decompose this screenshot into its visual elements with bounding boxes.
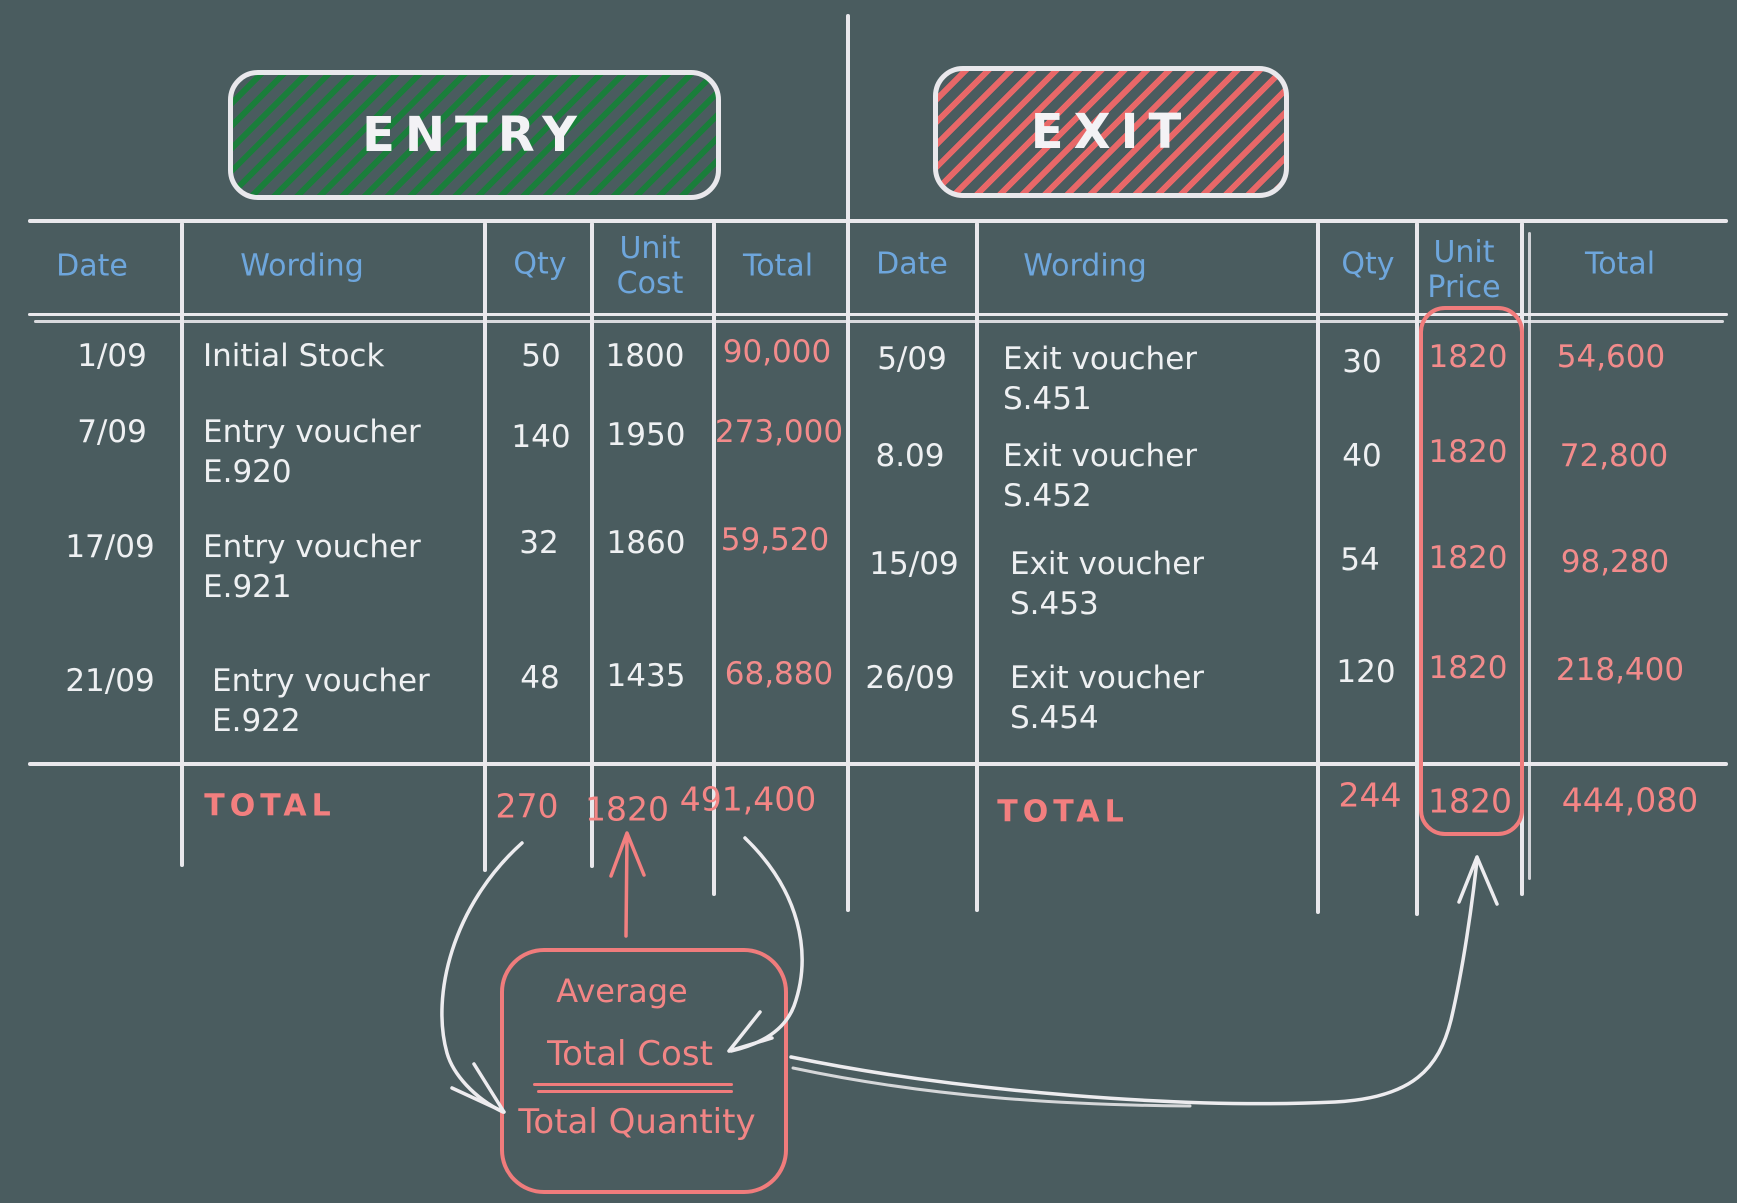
- exit-row-total: 72,800: [1559, 438, 1669, 474]
- entry-row-qty: 50: [521, 338, 561, 374]
- formula-denominator: Total Quantity: [518, 1102, 756, 1142]
- exit-row-wording: Exit voucher S.453: [1010, 546, 1205, 622]
- entry-total-label: TOTAL: [204, 788, 336, 824]
- exit-row-qty: 54: [1340, 542, 1380, 578]
- entry-header-qty: Qty: [513, 246, 567, 282]
- entry-row-qty: 48: [520, 660, 560, 696]
- header-separator-line-2: [34, 320, 1724, 323]
- entry-header-unit-cost: Unit Cost: [616, 231, 684, 301]
- exit-title-box: EXIT: [933, 66, 1289, 198]
- fraction-bar-2: [537, 1090, 733, 1093]
- entry-col-divider-qty: [590, 222, 594, 868]
- entry-row-unit-cost: 1860: [606, 525, 686, 561]
- entry-row-qty: 32: [519, 525, 559, 561]
- arrow-total-qty-to-formula-head: [450, 1062, 506, 1114]
- exit-row-qty: 40: [1342, 438, 1382, 474]
- entry-total-total: 491,400: [679, 779, 817, 819]
- center-divider-line: [846, 14, 850, 912]
- entry-header-date: Date: [56, 248, 128, 284]
- average-label: Average: [556, 972, 688, 1010]
- arrow-formula-to-exit-unit-price-double-stroke: [791, 1066, 1192, 1108]
- exit-col-divider-qty: [1415, 222, 1419, 916]
- entry-title: ENTRY: [362, 107, 587, 163]
- arrow-formula-to-entry-unit-cost: [609, 831, 646, 938]
- entry-row-date: 17/09: [65, 529, 155, 565]
- entry-col-divider-wording: [483, 222, 487, 872]
- exit-header-unit-price: Unit Price: [1427, 235, 1501, 305]
- entry-row-date: 7/09: [77, 414, 147, 450]
- exit-row-unit-price: 1820: [1428, 339, 1508, 375]
- exit-row-wording: Exit voucher S.454: [1010, 660, 1205, 736]
- exit-row-date: 26/09: [865, 660, 955, 696]
- arrow-formula-to-exit-unit-price: [789, 858, 1479, 1106]
- exit-row-unit-price: 1820: [1428, 434, 1508, 470]
- exit-row-date: 15/09: [869, 546, 959, 582]
- exit-total-unit-price: 1820: [1428, 781, 1512, 821]
- exit-header-qty: Qty: [1341, 246, 1395, 282]
- entry-row-unit-cost: 1950: [606, 417, 686, 453]
- exit-header-date: Date: [876, 246, 948, 282]
- entry-header-wording: Wording: [240, 248, 364, 284]
- exit-col-divider-wording: [1316, 222, 1320, 914]
- exit-row-wording: Exit voucher S.452: [1003, 438, 1198, 514]
- entry-total-unit-cost: 1820: [585, 789, 669, 829]
- table-top-line: [28, 219, 1728, 223]
- entry-row-total: 273,000: [714, 414, 844, 450]
- entry-row-wording: Entry voucher E.922: [212, 663, 430, 739]
- exit-row-date: 5/09: [877, 341, 947, 377]
- entry-row-wording: Entry voucher E.920: [203, 414, 421, 490]
- entry-total-qty: 270: [495, 786, 559, 826]
- entry-header-total: Total: [742, 248, 814, 284]
- exit-row-qty: 120: [1336, 654, 1396, 690]
- exit-title: EXIT: [1030, 104, 1192, 160]
- formula-numerator: Total Cost: [547, 1034, 713, 1074]
- exit-row-wording: Exit voucher S.451: [1003, 341, 1198, 417]
- exit-row-unit-price: 1820: [1428, 650, 1508, 686]
- exit-row-qty: 30: [1342, 344, 1382, 380]
- exit-row-total: 218,400: [1555, 652, 1685, 688]
- exit-total-qty: 244: [1338, 775, 1402, 815]
- entry-row-unit-cost: 1800: [605, 338, 685, 374]
- entry-row-qty: 140: [511, 419, 571, 455]
- header-separator-line: [28, 313, 1728, 316]
- exit-header-total: Total: [1584, 246, 1656, 282]
- entry-row-date: 1/09: [77, 338, 147, 374]
- entry-row-wording: Initial Stock: [203, 338, 385, 374]
- totals-separator-line: [28, 762, 1728, 766]
- exit-total-total: 444,080: [1561, 780, 1699, 820]
- entry-row-wording: Entry voucher E.921: [203, 529, 421, 605]
- arrow-formula-to-exit-unit-price-head: [1457, 855, 1499, 906]
- entry-title-box: ENTRY: [228, 70, 721, 200]
- entry-col-divider-date: [180, 222, 184, 867]
- entry-row-total: 90,000: [722, 334, 832, 370]
- exit-total-label: TOTAL: [997, 794, 1129, 830]
- exit-col-divider-unitprice-2: [1528, 232, 1531, 880]
- entry-row-total: 68,880: [724, 656, 834, 692]
- unit-price-highlight-box: [1419, 306, 1524, 836]
- exit-row-unit-price: 1820: [1428, 540, 1508, 576]
- exit-row-total: 98,280: [1560, 544, 1670, 580]
- entry-row-unit-cost: 1435: [606, 658, 686, 694]
- exit-row-date: 8.09: [875, 438, 945, 474]
- entry-row-total: 59,520: [720, 522, 830, 558]
- exit-col-divider-date: [975, 222, 979, 912]
- entry-col-divider-unitcost: [712, 222, 716, 896]
- fraction-bar: [533, 1083, 733, 1086]
- entry-row-date: 21/09: [65, 663, 155, 699]
- exit-header-wording: Wording: [1023, 248, 1147, 284]
- exit-row-total: 54,600: [1556, 339, 1666, 375]
